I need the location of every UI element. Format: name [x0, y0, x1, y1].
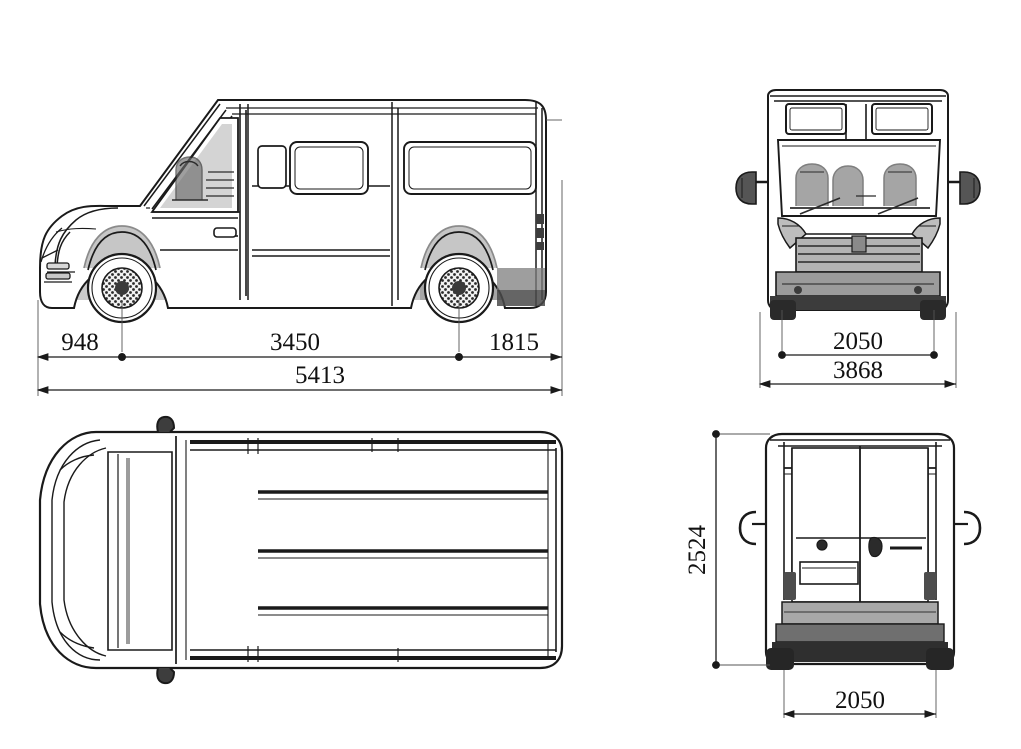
front-fog-lamp-right [914, 286, 922, 294]
front-witness-lines [759, 310, 957, 388]
front-mirror-left [735, 171, 768, 205]
top-view [38, 415, 564, 685]
front-mirror-right [948, 171, 981, 205]
top-mirror-left [156, 415, 176, 433]
side-rear-bumper [497, 268, 545, 306]
side-witness-lines [37, 119, 563, 396]
rear-tyres [766, 648, 954, 670]
side-window-front [257, 141, 369, 195]
side-rear-wheel [423, 252, 495, 324]
side-wheel-arches [83, 225, 498, 271]
top-windscreen [107, 451, 173, 651]
dimension-front-track-label: 2050 [833, 328, 883, 355]
dimension-side-segments: 948 3450 1815 [36, 329, 562, 361]
rear-mirror-right [954, 510, 982, 546]
rear-mirror-left [738, 510, 766, 546]
top-panel-joints [247, 438, 399, 662]
front-fog-lamp-left [794, 286, 802, 294]
dimension-front-width-label: 3868 [833, 357, 883, 384]
rear-light-clusters [784, 572, 936, 600]
side-driver-seat [172, 156, 208, 201]
rear-view [738, 432, 982, 670]
top-nose-contours [51, 439, 107, 661]
dimension-front-overhang: 948 [61, 329, 99, 356]
dimension-rear-track-label: 2050 [835, 687, 885, 714]
front-wipers [799, 197, 919, 215]
top-roof-edges [190, 440, 557, 660]
front-grille [795, 235, 923, 273]
rear-doors [791, 446, 929, 604]
front-tyres [770, 300, 946, 320]
side-roof-lines [146, 107, 538, 209]
rear-witness-lines [712, 433, 937, 718]
front-roof-edge [770, 95, 946, 102]
dimension-side-overall: 5413 [36, 362, 562, 394]
dimension-rear-track: 2050 [782, 687, 936, 718]
front-bumper [770, 271, 946, 310]
dimension-rear-overhang: 1815 [489, 329, 539, 356]
rear-door-stud [816, 539, 828, 551]
dimension-wheelbase: 3450 [270, 329, 320, 356]
top-roof-ribs [258, 490, 548, 616]
side-front-wheel [86, 252, 158, 324]
side-window-rear [403, 141, 537, 195]
front-roof-windows [785, 103, 933, 140]
dimension-rear-height-label: 2524 [684, 525, 711, 576]
rear-licence-plate [799, 561, 859, 585]
side-view [39, 99, 547, 324]
top-cab-roof [175, 436, 187, 664]
dimension-front-track: 2050 [778, 328, 938, 359]
side-front-fascia [40, 227, 97, 283]
front-windscreen [776, 139, 942, 217]
side-cab-door [152, 104, 247, 300]
top-mirror-right [156, 667, 176, 685]
rear-door-handle [868, 536, 883, 558]
side-cab-window [150, 117, 239, 213]
dimension-rear-height: 2524 [684, 430, 720, 669]
rear-bumper [772, 601, 948, 662]
dimension-overall-length: 5413 [295, 362, 345, 389]
front-headlights [777, 217, 941, 250]
front-view [735, 89, 981, 320]
dimension-front-width: 3868 [758, 357, 956, 388]
